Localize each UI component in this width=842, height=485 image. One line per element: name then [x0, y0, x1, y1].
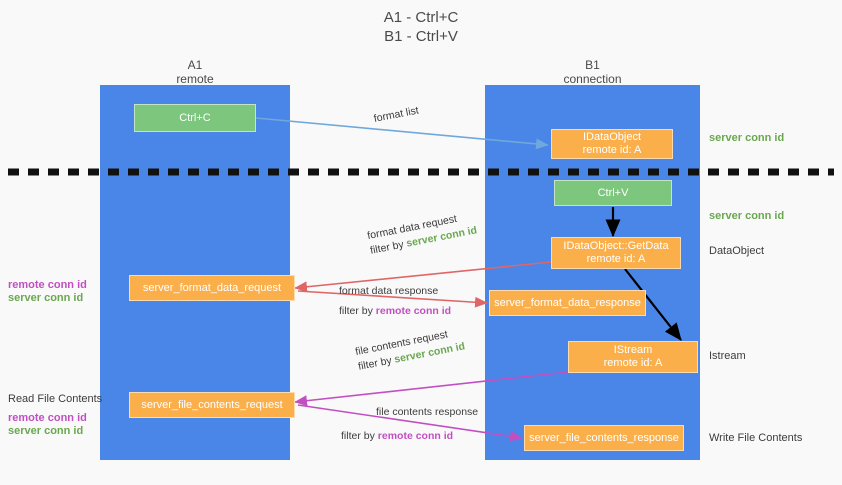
box-server-format-data-response[interactable]: server_format_data_response — [489, 290, 646, 316]
box-server-file-contents-request-label: server_file_contents_request — [141, 398, 283, 411]
box-ctrl-c-label: Ctrl+C — [179, 111, 211, 124]
box-server-file-contents-response[interactable]: server_file_contents_response — [524, 425, 684, 451]
annotation-file-contents-response: file contents response filter by remote … — [341, 405, 478, 444]
annotation-file-contents-request: file contents request filter by server c… — [354, 325, 466, 375]
box-server-file-contents-response-label: server_file_contents_response — [529, 431, 679, 444]
left-label-server-conn-id-b: server conn id — [8, 425, 84, 437]
left-label-remote-conn-id-b: remote conn id — [8, 412, 87, 424]
annotation-format-data-response-prefix: filter by — [339, 305, 376, 317]
box-idataobject-getdata-line1: IDataObject::GetData — [563, 240, 669, 252]
left-label-read-file-contents: Read File Contents — [8, 393, 103, 405]
right-label-write-file-contents: Write File Contents — [709, 432, 803, 444]
annotation-format-data-request: format data request filter by server con… — [366, 209, 478, 259]
column-header-a1-name: A1 — [187, 58, 203, 72]
annotation-file-contents-response-prefix: filter by — [341, 430, 378, 442]
left-label-conn-ids-file: remote conn id server conn id — [8, 412, 87, 438]
box-ctrl-c[interactable]: Ctrl+C — [134, 104, 256, 132]
left-label-remote-conn-id-a: remote conn id — [8, 279, 87, 291]
box-istream-line1: IStream — [613, 344, 653, 356]
left-label-server-conn-id-a: server conn id — [8, 292, 84, 304]
annotation-format-data-response-filter: remote conn id — [375, 305, 452, 317]
box-idataobject-getdata[interactable]: IDataObject::GetData remote id: A — [551, 237, 681, 269]
column-header-b1: B1 connection — [485, 58, 700, 86]
box-istream-line2: remote id: A — [603, 357, 663, 369]
annotation-file-contents-response-filter: remote conn id — [377, 430, 454, 442]
annotation-format-data-response-line1: format data response — [339, 285, 439, 297]
box-server-format-data-request-label: server_format_data_request — [142, 281, 282, 294]
right-label-server-conn-id-mid: server conn id — [709, 210, 785, 222]
page-title: A1 - Ctrl+C B1 - Ctrl+V — [383, 9, 459, 45]
right-label-server-conn-id-top: server conn id — [709, 132, 785, 144]
box-idataobject-line1: IDataObject — [582, 131, 642, 143]
right-label-dataobject: DataObject — [709, 245, 765, 257]
left-label-conn-ids-format: remote conn id server conn id — [8, 279, 87, 305]
box-idataobject-line2: remote id: A — [582, 144, 642, 156]
annotation-file-contents-response-line1: file contents response — [376, 406, 479, 418]
annotation-format-list: format list — [372, 104, 420, 125]
annotation-format-data-response-line2: filter by remote conn id — [339, 304, 451, 319]
box-ctrl-v-label: Ctrl+V — [597, 186, 629, 199]
box-server-file-contents-request[interactable]: server_file_contents_request — [129, 392, 295, 418]
column-header-b1-sub: connection — [563, 72, 622, 86]
box-idataobject[interactable]: IDataObject remote id: A — [551, 129, 673, 159]
column-header-a1-sub: remote — [176, 72, 214, 86]
column-header-a1: A1 remote — [100, 58, 290, 86]
annotation-format-data-response: format data response filter by remote co… — [339, 284, 451, 319]
box-istream[interactable]: IStream remote id: A — [568, 341, 698, 373]
column-header-b1-name: B1 — [585, 58, 600, 72]
box-server-format-data-response-label: server_format_data_response — [494, 296, 641, 309]
annotation-file-contents-response-line2: filter by remote conn id — [341, 429, 478, 444]
box-server-format-data-request[interactable]: server_format_data_request — [129, 275, 295, 301]
right-label-istream: Istream — [709, 350, 746, 362]
box-idataobject-getdata-line2: remote id: A — [586, 253, 646, 265]
box-ctrl-v[interactable]: Ctrl+V — [554, 180, 672, 206]
